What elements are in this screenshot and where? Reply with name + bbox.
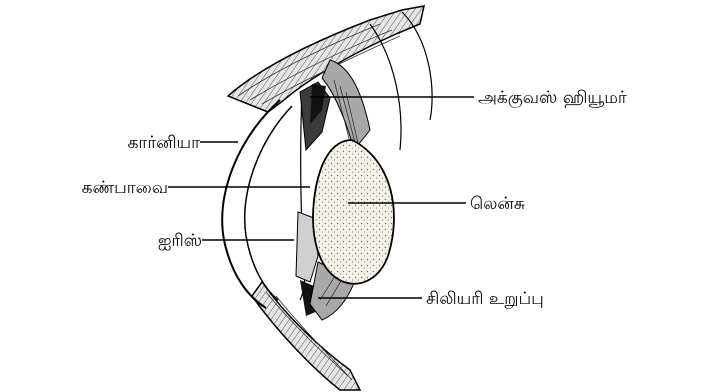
label-iris: ஐரிஸ் [158,231,202,251]
cornea-inner-curve [245,106,292,300]
lens [313,140,394,284]
label-ciliary-body: சிலியரி உறுப்பு [426,289,544,309]
label-lens: லென்சு [470,194,525,214]
label-cornea: கார்னியா [128,133,201,153]
label-pupil: கண்பாவை [82,178,168,198]
label-aqueous-humour: அக்குவஸ் ஹியூமர் [478,88,627,108]
ciliary-upper [322,60,370,150]
